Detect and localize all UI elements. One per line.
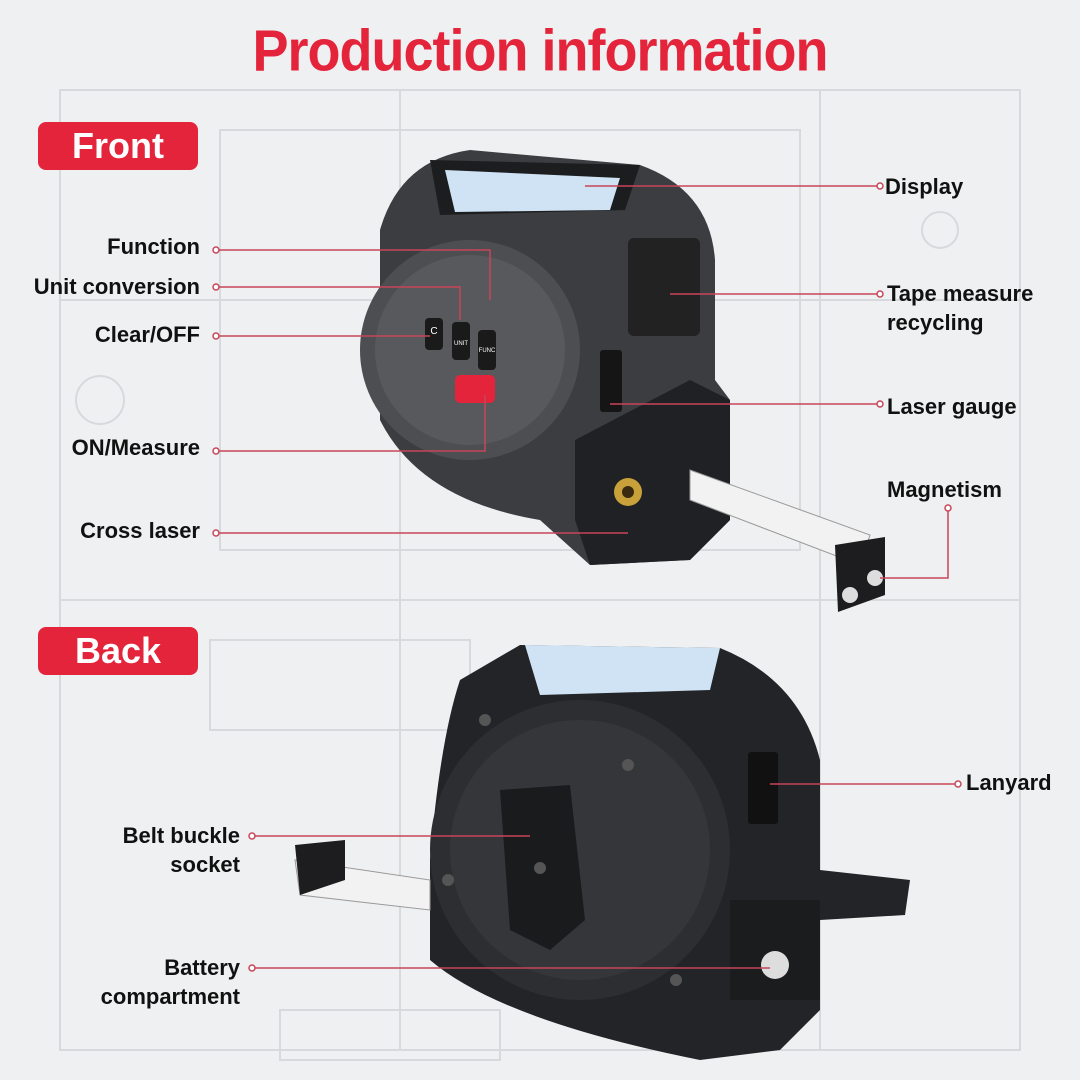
tape-recycling-button bbox=[628, 238, 700, 336]
label-tape-recycling: Tape measure recycling bbox=[887, 279, 1033, 337]
display-screen bbox=[445, 170, 620, 212]
unit-button-label: UNIT bbox=[454, 341, 468, 347]
front-section-badge: Front bbox=[38, 122, 198, 170]
label-battery-line1: Battery bbox=[164, 955, 240, 980]
label-tape-recycling-line2: recycling bbox=[887, 310, 984, 335]
leader-lines bbox=[212, 182, 962, 972]
label-unit-conversion: Unit conversion bbox=[33, 274, 200, 299]
front-device: C UNIT FUNC bbox=[360, 150, 885, 612]
label-laser-gauge: Laser gauge bbox=[887, 394, 1017, 419]
func-button-label: FUNC bbox=[479, 348, 496, 354]
label-clear-off: Clear/OFF bbox=[94, 322, 200, 347]
back-section-badge: Back bbox=[38, 627, 198, 675]
label-battery-line2: compartment bbox=[100, 984, 240, 1009]
page-title: Production information bbox=[252, 18, 829, 84]
label-belt-buckle-socket: Belt buckle socket bbox=[123, 821, 240, 879]
label-lanyard: Lanyard bbox=[966, 770, 1052, 795]
label-on-measure: ON/Measure bbox=[71, 435, 200, 460]
lanyard-slot bbox=[748, 752, 778, 824]
label-belt-line1: Belt buckle bbox=[122, 823, 240, 848]
label-battery-compartment: Battery compartment bbox=[101, 953, 240, 1011]
label-magnetism: Magnetism bbox=[887, 477, 1002, 502]
label-tape-recycling-line1: Tape measure bbox=[887, 281, 1034, 306]
label-belt-line2: socket bbox=[170, 852, 240, 877]
back-device bbox=[294, 645, 910, 1060]
label-cross-laser: Cross laser bbox=[80, 518, 200, 543]
measure-button bbox=[455, 375, 495, 403]
label-display: Display bbox=[885, 174, 964, 199]
clear-button-label: C bbox=[430, 326, 437, 337]
label-function: Function bbox=[107, 234, 200, 259]
